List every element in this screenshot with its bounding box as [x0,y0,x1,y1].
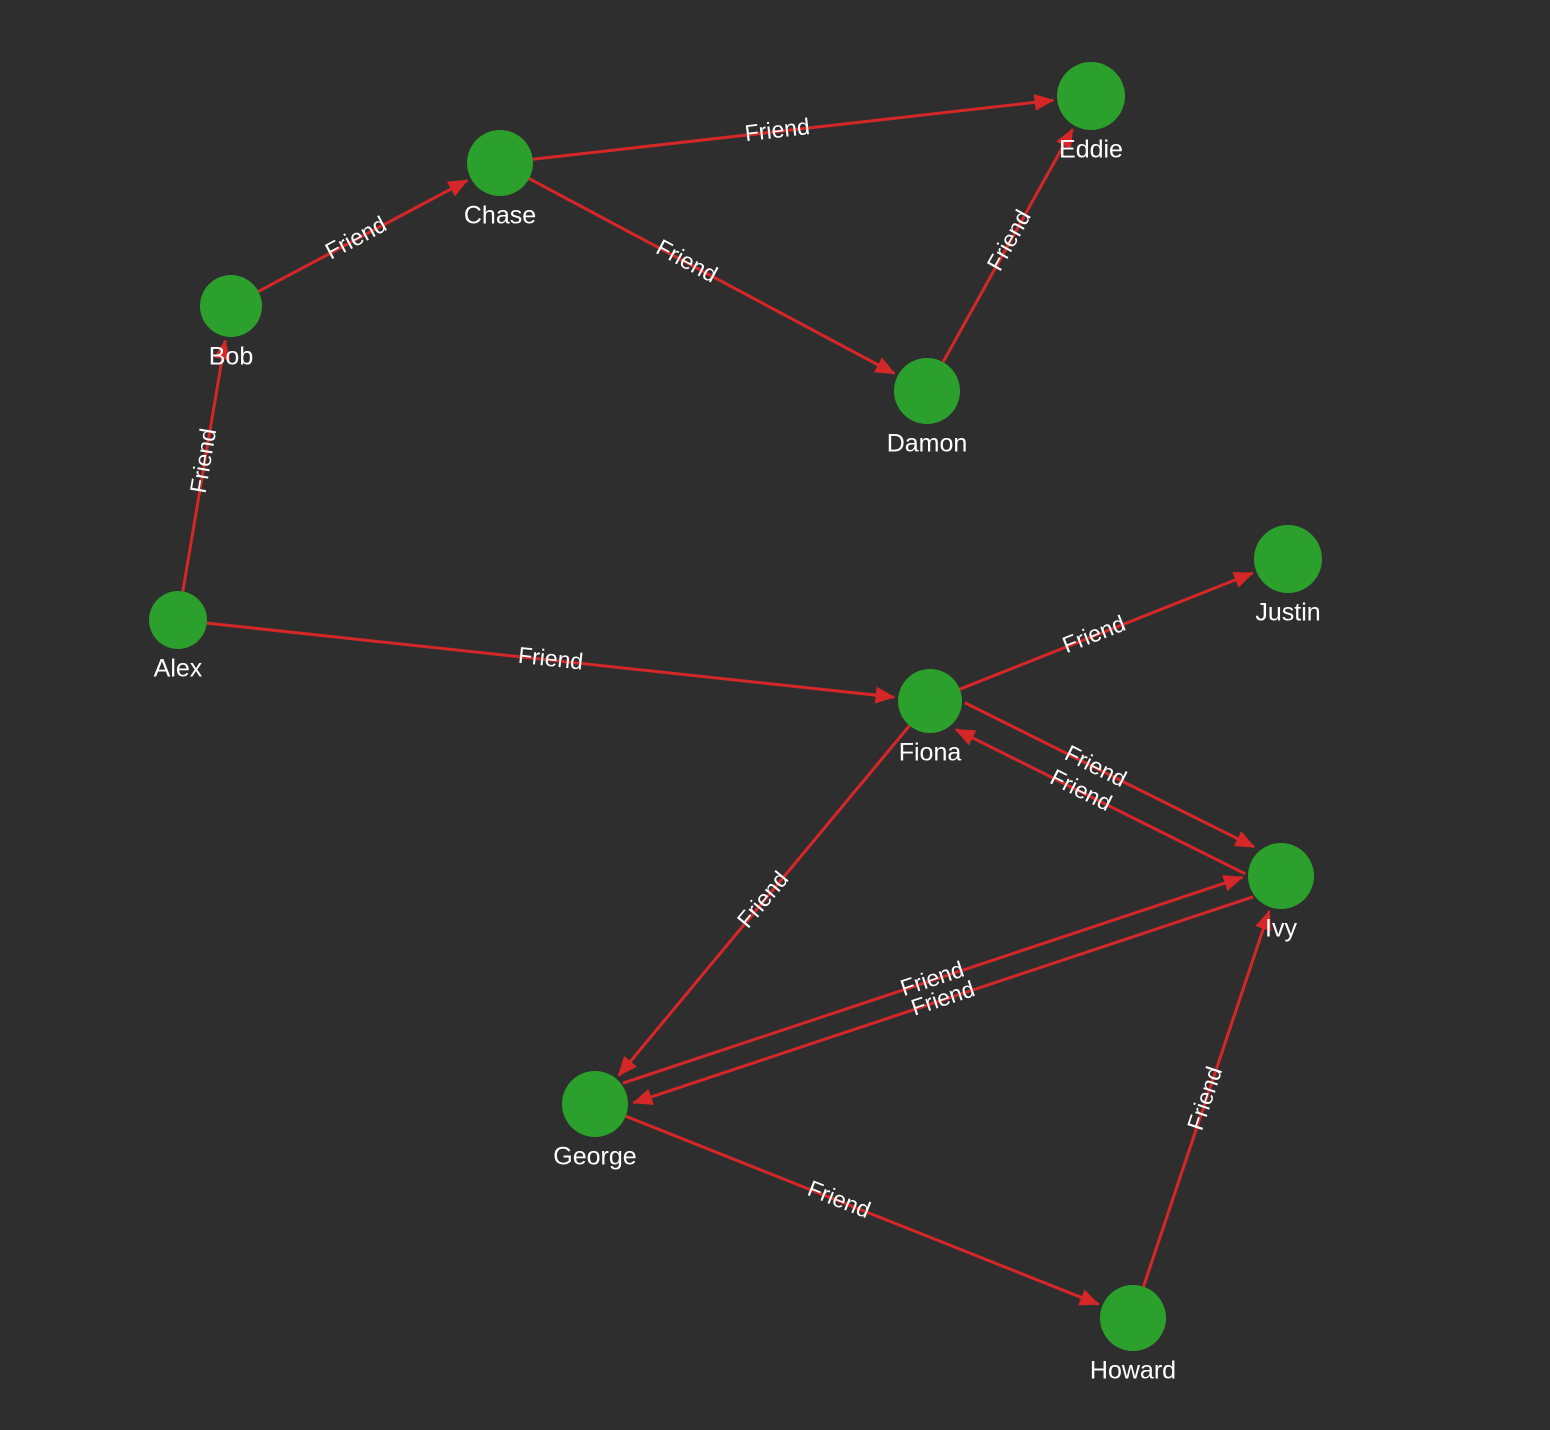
graph-edge-label: Friend [517,642,585,675]
graph-edge-label: Friend [804,1175,874,1223]
graph-node-alex[interactable]: Alex [149,591,207,683]
node-label-justin: Justin [1255,599,1320,627]
graph-node-chase[interactable]: Chase [464,130,536,230]
graph-node-howard[interactable]: Howard [1090,1285,1176,1385]
node-circle-bob[interactable] [200,275,262,337]
graph-edge[interactable] [1142,909,1272,1288]
node-circle-ivy[interactable] [1248,843,1314,909]
node-circle-alex[interactable] [149,591,207,649]
node-label-chase: Chase [464,202,536,230]
graph-node-ivy[interactable]: Ivy [1248,843,1314,943]
node-label-george: George [553,1143,636,1171]
graph-edge-label: Friend [1059,610,1129,658]
graph-edge-label: Friend [743,113,811,146]
edges-layer [181,94,1272,1306]
graph-edge[interactable] [257,179,469,293]
graph-edge[interactable] [941,128,1074,363]
node-circle-fiona[interactable] [898,669,962,733]
node-label-ivy: Ivy [1265,915,1297,943]
node-label-eddie: Eddie [1059,136,1123,164]
graph-node-george[interactable]: George [553,1071,637,1171]
graph-edge-label: Friend [1182,1063,1227,1133]
graph-edge[interactable] [954,728,1246,876]
graph-edge-label: Friend [321,211,391,265]
node-label-bob: Bob [209,343,253,371]
graph-edge-label: Friend [732,866,794,933]
graph-edge[interactable] [617,724,911,1077]
graph-edge[interactable] [625,1114,1100,1306]
node-circle-eddie[interactable] [1057,62,1125,130]
node-label-damon: Damon [887,430,968,458]
graph-edge[interactable] [622,875,1244,1085]
graph-edge-label: Friend [652,234,722,288]
graph-edge[interactable] [632,895,1254,1105]
graph-node-eddie[interactable]: Eddie [1057,62,1125,164]
graph-node-justin[interactable]: Justin [1254,525,1322,627]
graph-edge-label: Friend [981,205,1035,275]
node-circle-howard[interactable] [1100,1285,1166,1351]
node-circle-justin[interactable] [1254,525,1322,593]
graph-edge-label: Friend [185,426,221,495]
graph-edge[interactable] [206,621,896,704]
node-label-alex: Alex [154,655,203,683]
node-label-howard: Howard [1090,1357,1176,1385]
graph-edge[interactable] [959,571,1254,691]
node-circle-damon[interactable] [894,358,960,424]
graph-edge[interactable] [964,701,1256,849]
graph-edge[interactable] [528,177,896,375]
graph-edge[interactable] [181,339,231,592]
graph-node-bob[interactable]: Bob [200,275,262,371]
graph-edge[interactable] [532,94,1055,161]
node-circle-chase[interactable] [467,130,533,196]
node-label-fiona: Fiona [899,739,962,767]
graph-node-fiona[interactable]: Fiona [898,669,962,767]
node-circle-george[interactable] [562,1071,628,1137]
graph-node-damon[interactable]: Damon [887,358,968,458]
